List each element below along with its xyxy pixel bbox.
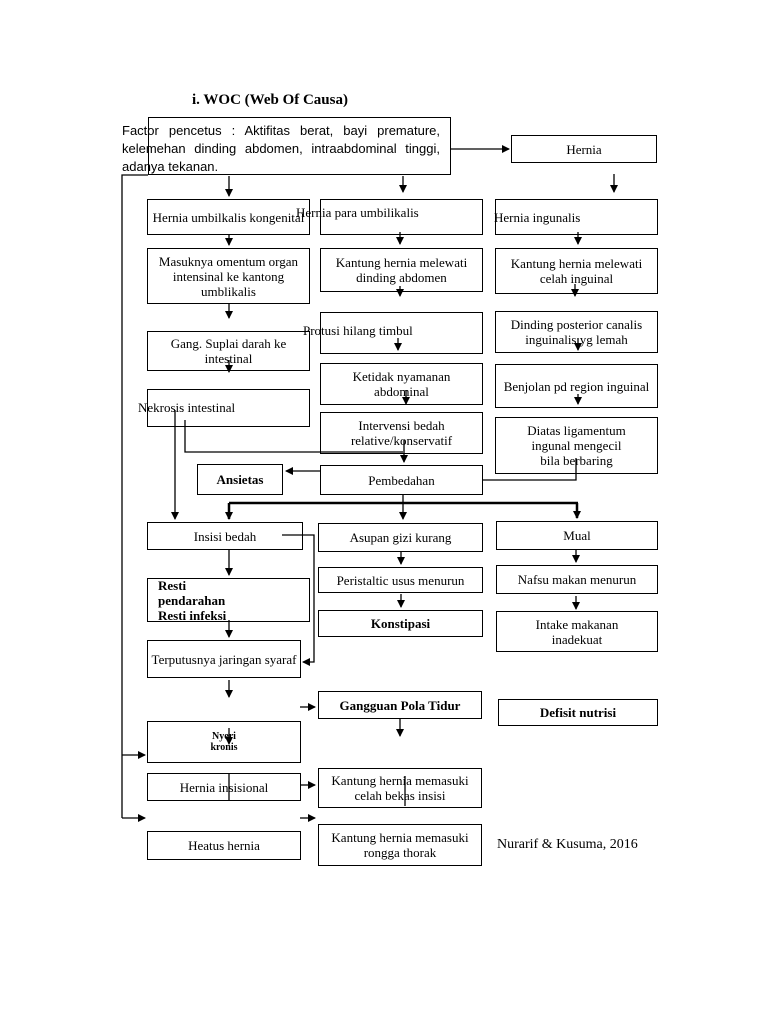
hernia-insisional-box: Hernia insisional <box>147 773 301 801</box>
hernia-insisional-label: Hernia insisional <box>179 779 269 795</box>
terputusnya-label: Terputusnya jaringan syaraf <box>151 651 297 667</box>
hernia-para-box <box>320 199 483 235</box>
mual-box: Mual <box>496 521 658 550</box>
asupan-gizi-label: Asupan gizi kurang <box>349 530 452 545</box>
nafsu-makan-label: Nafsu makan menurun <box>517 572 637 587</box>
defisit-nutrisi-label: Defisit nutrisi <box>539 705 617 720</box>
hernia-label: Hernia <box>566 141 602 157</box>
terputusnya-box: Terputusnya jaringan syaraf <box>147 640 301 678</box>
nekrosis-box <box>147 389 310 427</box>
gang-suplai-label: Gang. Suplai darah ke intestinal <box>170 336 287 366</box>
kantung-inguinal-box: Kantung hernia melewati celah inguinal <box>495 248 658 294</box>
masuknya-omentum-box: Masuknya omentum organ intensinal ke kan… <box>147 248 310 304</box>
asupan-gizi-box: Asupan gizi kurang <box>318 523 483 552</box>
benjolan-label: Benjolan pd region inguinal <box>503 378 650 394</box>
line-nekrosis-intervensi <box>184 420 403 453</box>
ketidak-nyamanan-label: Ketidak nyamanan abdominal <box>352 369 451 399</box>
hernia-ingunalis-label: Hernia ingunalis <box>494 210 581 225</box>
citation: Nurarif & Kusuma, 2016 <box>497 837 638 852</box>
intake-makanan-box: Intake makanan inadekuat <box>496 611 658 652</box>
nafsu-makan-box: Nafsu makan menurun <box>496 565 658 594</box>
hernia-umbilikalis-label: Hernia umbilkalis kongenital <box>152 209 305 225</box>
left-trunk <box>121 174 148 818</box>
nekrosis-label: Nekrosis intestinal <box>138 400 236 415</box>
line-diatas-pembedahan <box>483 458 577 481</box>
ansietas-label: Ansietas <box>216 472 264 487</box>
heatus-hernia-box: Heatus hernia <box>147 831 301 860</box>
kantung-dinding-box: Kantung hernia melewati dinding abdomen <box>320 248 483 292</box>
masuknya-omentum-label: Masuknya omentum organ intensinal ke kan… <box>158 253 299 299</box>
hernia-umbilikalis-box: Hernia umbilkalis kongenital <box>147 199 310 235</box>
kantung-celah-insisi-box: Kantung hernia memasuki celah bekas insi… <box>318 768 482 808</box>
dinding-posterior-label: Dinding posterior canalis inguinalis yg … <box>510 317 643 347</box>
defisit-nutrisi-box: Defisit nutrisi <box>498 699 658 726</box>
intake-makanan-label: Intake makanan inadekuat <box>535 616 619 647</box>
nyeri-kronis-box: Nyeri kronis <box>147 721 301 763</box>
peristaltic-box: Peristaltic usus menurun <box>318 567 483 593</box>
kantung-rongga-thorak-box: Kantung hernia memasuki rongga thorak <box>318 824 482 866</box>
kantung-inguinal-label: Kantung hernia melewati celah inguinal <box>510 256 643 286</box>
mual-label: Mual <box>563 528 591 543</box>
benjolan-box: Benjolan pd region inguinal <box>495 364 658 408</box>
pembedahan-label: Pembedahan <box>368 472 435 488</box>
page-title: i. WOC (Web Of Causa) <box>192 92 348 108</box>
insisi-bedah-label: Insisi bedah <box>193 528 257 544</box>
konstipasi-box: Konstipasi <box>318 610 483 637</box>
kantung-dinding-label: Kantung hernia melewati dinding abdomen <box>335 255 468 285</box>
protusi-label: Protusi hilang timbul <box>303 323 413 338</box>
gangguan-pola-tidur-label: Gangguan Pola Tidur <box>339 697 461 713</box>
konstipasi-label: Konstipasi <box>370 616 431 631</box>
kantung-rongga-thorak-label: Kantung hernia memasuki rongga thorak <box>331 830 469 860</box>
peristaltic-label: Peristaltic usus menurun <box>336 572 465 588</box>
pembedahan-box: Pembedahan <box>320 465 483 495</box>
nyeri-kronis-label: Nyeri kronis <box>210 731 238 753</box>
dinding-posterior-box: Dinding posterior canalis inguinalis yg … <box>495 311 658 353</box>
kantung-celah-insisi-label: Kantung hernia memasuki celah bekas insi… <box>331 773 469 803</box>
insisi-bedah-box: Insisi bedah <box>147 522 303 550</box>
intervensi-label: Intervensi bedah relative/konservatif <box>350 418 453 448</box>
resti-label: Resti pendarahan Resti infeksi <box>158 577 227 623</box>
hernia-para-label: Hernia para umbilikalis <box>296 205 419 220</box>
factor-pencetus-text: Factor pencetus : Aktifitas berat, bayi … <box>122 123 440 174</box>
factor-box <box>148 117 451 175</box>
hernia-box: Hernia <box>511 135 657 163</box>
hernia-ingunalis-box <box>495 199 658 235</box>
resti-box: Resti pendarahan Resti infeksi <box>147 577 310 623</box>
gangguan-pola-tidur-box: Gangguan Pola Tidur <box>318 691 482 719</box>
intervensi-box: Intervensi bedah relative/konservatif <box>320 412 483 454</box>
ansietas-box: Ansietas <box>197 464 283 495</box>
ketidak-nyamanan-box: Ketidak nyamanan abdominal <box>320 363 483 405</box>
arrow-insisi-terputus <box>282 534 315 666</box>
heatus-hernia-label: Heatus hernia <box>188 838 260 853</box>
